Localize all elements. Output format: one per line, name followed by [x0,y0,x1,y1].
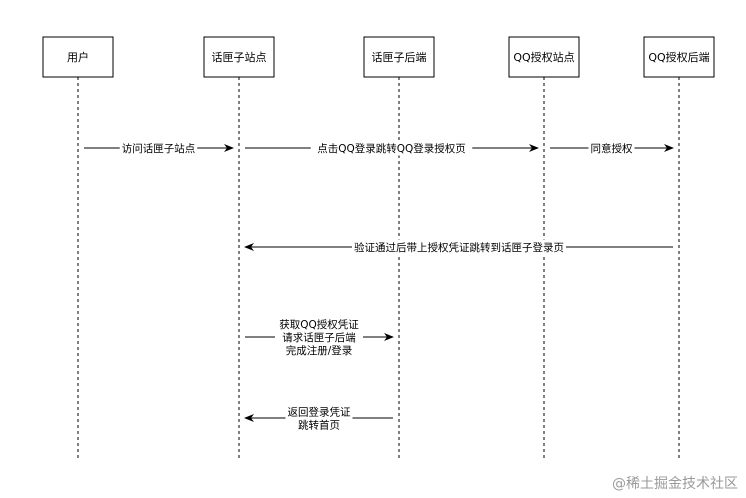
message-label: 跳转首页 [298,419,340,432]
message-label: 访问话匣子站点 [122,142,196,155]
message-label: 验证通过后带上授权凭证跳转到话匣子登录页 [354,241,564,254]
participant-label: 话匣子站点 [212,50,267,64]
message-label: 返回登录凭证 [288,406,351,419]
message-label: 请求话匣子后端 [282,331,356,344]
message-label-bg [285,404,353,432]
message-label-bg [310,140,473,156]
participant-label: QQ授权后端 [648,50,709,64]
participant-box [203,36,275,78]
watermark-text: @稀土掘金技术社区 [612,476,738,492]
participant-box [363,36,435,78]
participant-label: 用户 [67,50,89,64]
participant-box [643,36,715,78]
message-label: 同意授权 [591,142,633,155]
message-label-bg [275,316,363,358]
participant-label: QQ授权站点 [513,50,574,64]
participant-label: 话匣子后端 [372,51,427,64]
message-label: 完成注册/登录 [286,344,353,357]
message-label-bg [119,140,198,156]
message-label-bg [352,239,566,255]
participant-box [42,36,114,78]
participant-box [508,36,580,78]
message-label: 获取QQ授权凭证 [279,318,359,331]
message-label: 点击QQ登录跳转QQ登录授权页 [317,142,466,155]
message-label-bg [588,140,635,156]
